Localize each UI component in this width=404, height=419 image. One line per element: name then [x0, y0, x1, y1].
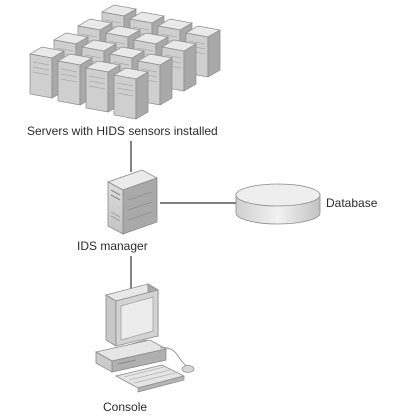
servers-label: Servers with HIDS sensors installed — [27, 124, 218, 138]
connector-lines — [130, 141, 240, 290]
database-icon — [235, 183, 321, 225]
hids-server-icon — [137, 53, 173, 106]
database-label: Database — [326, 196, 378, 210]
server-farm-group — [29, 4, 221, 120]
ids-manager-label: IDS manager — [77, 239, 148, 253]
ids-manager-server-icon — [107, 169, 158, 235]
console-workstation-icon — [94, 283, 195, 393]
hids-server-icon — [113, 67, 149, 120]
console-label: Console — [103, 400, 148, 414]
